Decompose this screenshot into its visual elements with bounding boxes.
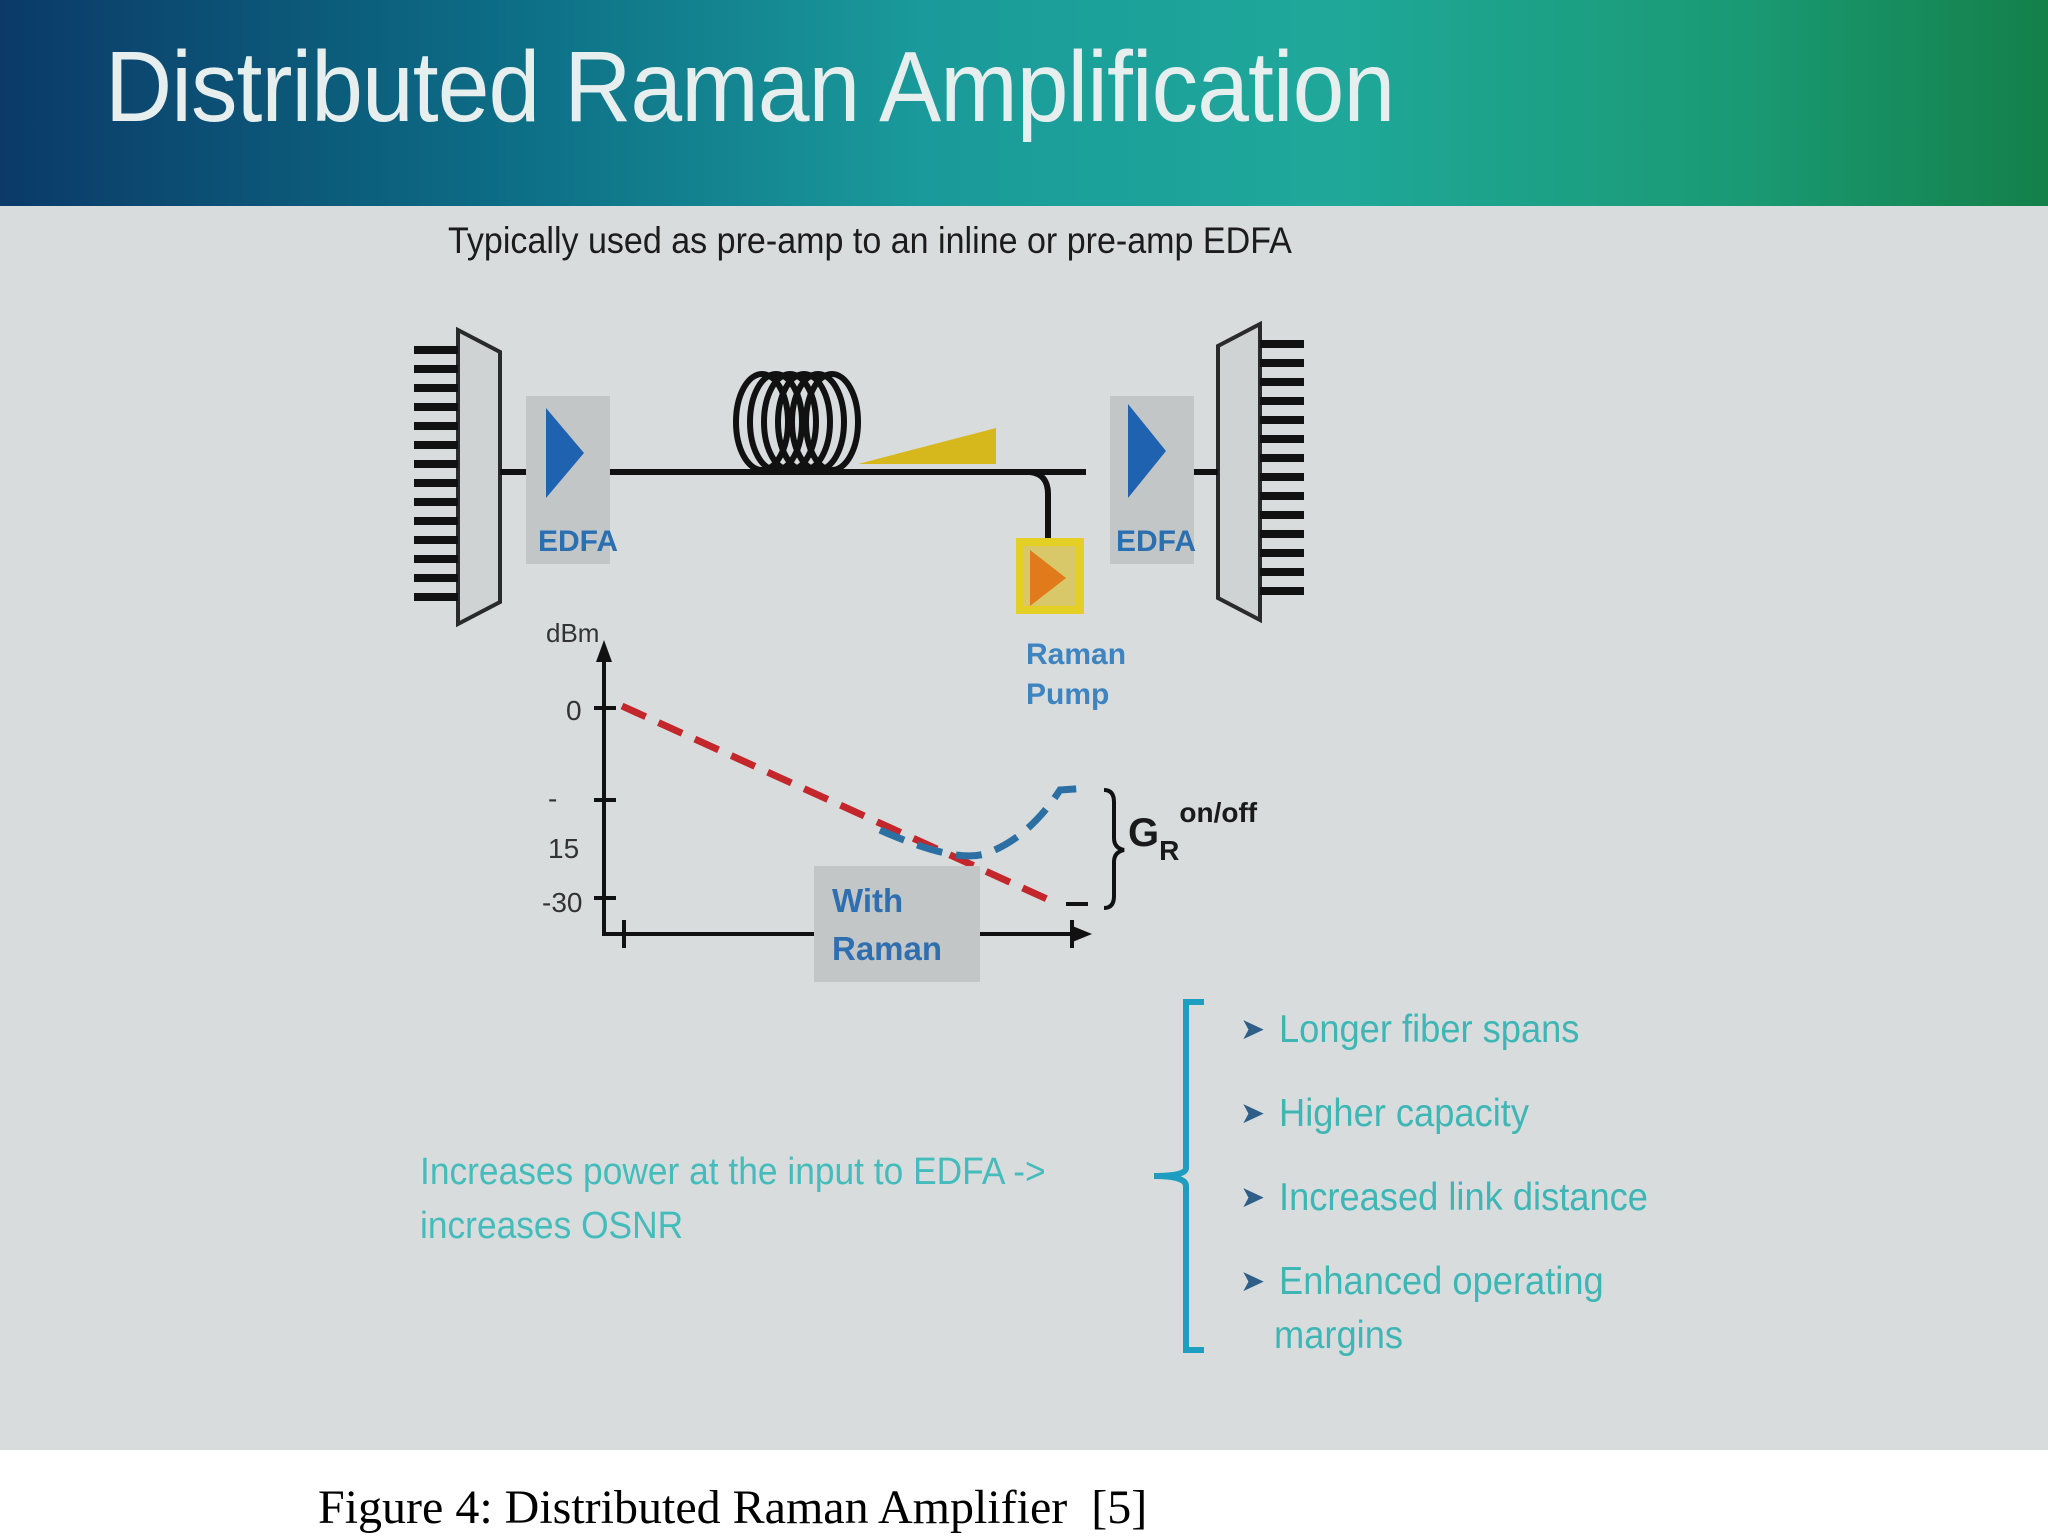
y-tick-dash: - [548, 783, 557, 814]
title-bar: Distributed Raman Amplification [0, 0, 2048, 206]
bullet-item: ➤Higher capacity [1240, 1092, 1530, 1135]
bullet-item: ➤Longer fiber spans [1240, 1008, 1580, 1051]
with-raman-label-line1: With [832, 882, 903, 919]
y-axis-unit: dBm [546, 618, 599, 648]
raman-pump-label-line1: Raman [1026, 638, 1126, 671]
raman-pump [1016, 538, 1084, 614]
gain-label: GRon/off [1128, 797, 1258, 866]
slide-subtitle: Typically used as pre-amp to an inline o… [448, 220, 1292, 261]
bullet-arrow-icon: ➤ [1240, 1265, 1266, 1298]
raman-pump-label-line2: Pump [1026, 678, 1109, 711]
y-tick-15: 15 [548, 833, 579, 864]
benefit-text: Increases power at the input to EDFA -> … [420, 1145, 1046, 1253]
y-tick-0: 0 [566, 695, 582, 726]
right-mux [1216, 320, 1304, 624]
slide-title: Distributed Raman Amplification [105, 31, 1395, 143]
with-raman-box [814, 866, 980, 982]
fiber-coil [733, 371, 861, 473]
edfa-left [526, 396, 610, 564]
edfa-right-label: EDFA [1116, 525, 1196, 558]
bullet-arrow-icon: ➤ [1240, 1013, 1266, 1046]
with-raman-label-line2: Raman [832, 930, 942, 967]
edfa-left-label: EDFA [538, 525, 618, 558]
bullet-arrow-icon: ➤ [1240, 1181, 1266, 1214]
bullet-item: ➤Increased link distance [1240, 1176, 1649, 1219]
figure-caption: Figure 4: Distributed Raman Amplifier [5… [318, 1481, 1148, 1534]
fiber-link [500, 469, 1218, 540]
slide: Distributed Raman Amplification Typicall… [0, 0, 2048, 1450]
benefit-line-2: increases OSNR [420, 1205, 684, 1247]
left-mux [414, 326, 502, 628]
y-tick-30: -30 [542, 887, 582, 918]
gain-brace [1103, 788, 1125, 910]
bullet-continuation: margins [1274, 1314, 1404, 1357]
raman-gain-wedge [858, 428, 996, 464]
raman-diagram: EDFA EDFA Raman Pump dBm 0 - 15 -30 GRon… [414, 320, 1304, 1353]
benefit-line-1: Increases power at the input to EDFA -> [420, 1151, 1046, 1193]
bullet-item: ➤Enhanced operating [1240, 1260, 1604, 1303]
edfa-right [1110, 396, 1194, 564]
with-raman-curve [878, 784, 1089, 860]
benefits-bracket [1153, 999, 1204, 1353]
bullet-arrow-icon: ➤ [1240, 1097, 1266, 1130]
